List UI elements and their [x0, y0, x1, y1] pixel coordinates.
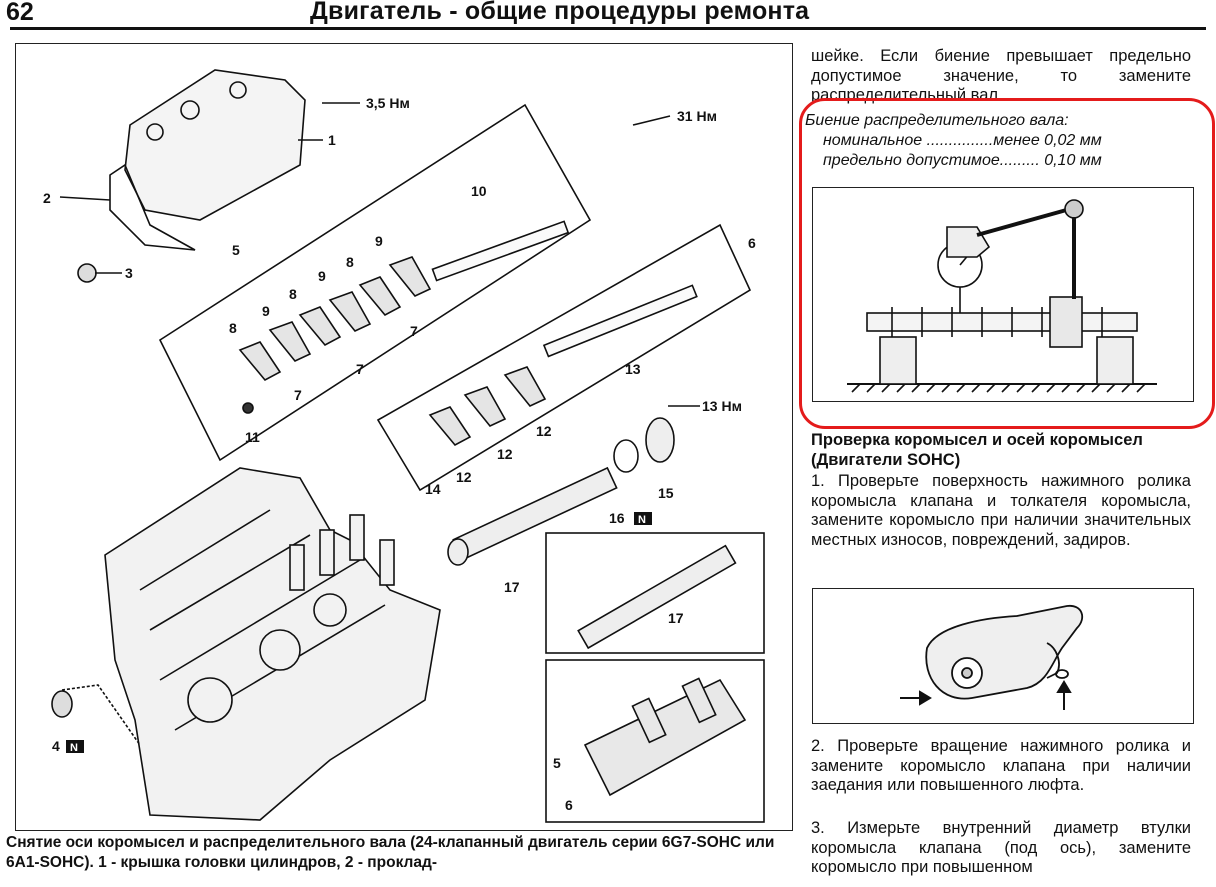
rocker-assembly-inset-frame	[545, 659, 765, 823]
callout-torque-31: 31 Нм	[677, 108, 717, 124]
stand-arm	[976, 207, 1071, 237]
callout-8a: 8	[229, 320, 237, 336]
callout-16: 16	[609, 510, 625, 526]
rocker-arms	[238, 256, 547, 447]
callout-8b: 8	[289, 286, 297, 302]
callout-13: 13	[625, 361, 641, 377]
callout-7a: 7	[294, 387, 302, 403]
engine-block	[104, 467, 441, 821]
callout-12c: 12	[536, 423, 552, 439]
camshaft-17	[447, 466, 618, 566]
rocker-shaft-10	[431, 220, 570, 282]
callout-9c: 9	[375, 233, 383, 249]
callout-9a: 9	[262, 303, 270, 319]
rocker-arm-drawing	[900, 605, 1084, 710]
callout-11: 11	[245, 429, 260, 445]
cover-nut	[77, 263, 97, 283]
arrow-icons	[900, 680, 1072, 710]
callout-5: 5	[232, 242, 240, 258]
figure-caption: Снятие оси коромысел и распределительног…	[6, 834, 775, 871]
callout-7b: 7	[356, 361, 364, 377]
callout-12b: 12	[497, 446, 513, 462]
rocker-arm-figure	[812, 588, 1194, 724]
exploded-view-drawing: 3,5 Нм 31 Нм 13 Нм 1 2 3 4 5 6 7 7 7 8 8…	[43, 69, 765, 823]
callout-torque-35: 3,5 Нм	[366, 95, 410, 111]
callout-6: 6	[748, 235, 756, 251]
v-block-right	[1096, 336, 1134, 385]
shaft-group-frame	[376, 223, 752, 492]
callout-10: 10	[471, 183, 487, 199]
camshaft-seal-16	[613, 439, 639, 473]
paragraph-1: 1. Проверьте поверхность нажимного ролик…	[811, 472, 1191, 550]
v-block-left	[879, 336, 917, 385]
callout-5-inset: 5	[553, 755, 561, 771]
rocker-shaft-13	[542, 284, 698, 358]
callout-3: 3	[125, 265, 133, 281]
callout-1: 1	[328, 132, 336, 148]
rocker-group-frame	[158, 103, 592, 462]
cylinder-head-cover	[124, 69, 306, 221]
camshaft-body	[866, 312, 1138, 332]
callout-15: 15	[658, 485, 674, 501]
paragraph-runout: шейке. Если биение превышает предельно д…	[811, 47, 1191, 105]
callout-torque-13: 13 Нм	[702, 398, 742, 414]
callout-14: 14	[425, 481, 441, 497]
runout-spec: Биение распределительного вала: номиналь…	[805, 111, 1195, 171]
callout-17a: 17	[504, 579, 520, 595]
callout-17b: 17	[668, 610, 684, 626]
callout-2: 2	[43, 190, 51, 206]
paragraph-2: 2. Проверьте вращение нажимного ролика и…	[811, 737, 1191, 795]
spec-nominal: номинальное ...............менее 0,02 мм	[823, 132, 1102, 149]
dial-indicator-drawing	[847, 199, 1157, 393]
badge-16: N	[638, 514, 646, 526]
paragraph-3: 3. Измерьте внутренний диаметр втулки ко…	[811, 819, 1191, 877]
highlight-box	[799, 98, 1215, 429]
badge-4: N	[70, 742, 78, 754]
dial-indicator-figure	[812, 187, 1194, 402]
camshaft-inset-frame	[545, 532, 765, 654]
rocker-arm-body	[925, 605, 1084, 700]
exploded-view-frame	[15, 43, 793, 831]
callout-8c: 8	[346, 254, 354, 270]
spec-title: Биение распределительного вала:	[805, 112, 1069, 129]
spec-limit: предельно допустимое......... 0,10 мм	[823, 152, 1102, 169]
page-number: 62	[6, 0, 34, 26]
new-part-badges: N N	[66, 512, 652, 754]
callout-7c: 7	[410, 323, 418, 339]
callout-9b: 9	[318, 268, 326, 284]
callout-12a: 12	[456, 469, 472, 485]
page-title: Двигатель - общие процедуры ремонта	[310, 0, 810, 25]
callout-4: 4	[52, 738, 60, 754]
oil-seal-4	[51, 690, 73, 718]
callout-6-inset: 6	[565, 797, 573, 813]
section-title: Проверка коромысел и осей коромысел (Дви…	[811, 431, 1143, 469]
header-rule	[10, 27, 1206, 30]
thrust-plate-15	[645, 417, 675, 463]
